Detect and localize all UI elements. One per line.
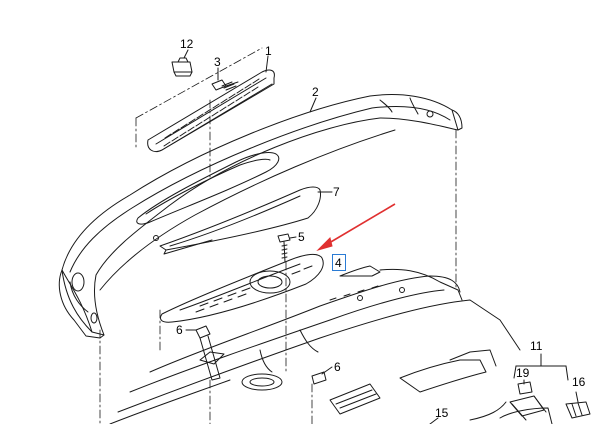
dashboard-panel (58, 94, 463, 339)
callout-5: 5 (298, 230, 305, 244)
vent-grille-part-1 (147, 69, 275, 153)
callout-4-highlight-box (332, 254, 346, 271)
vent-cover-part-4 (159, 253, 324, 323)
callout-16: 16 (572, 375, 586, 389)
bracket-part-6 (195, 325, 327, 385)
callout-1: 1 (265, 44, 272, 58)
display-opening (136, 152, 280, 225)
callout-11: 11 (530, 339, 543, 353)
callout-2: 2 (312, 85, 319, 99)
dashboard-carrier (109, 265, 521, 424)
callout-7: 7 (333, 185, 340, 199)
callout-19: 19 (516, 366, 530, 380)
screw-part-3 (211, 79, 239, 91)
screw-part-5 (277, 233, 291, 263)
highlight-arrow (316, 203, 396, 252)
trim-strip-part-7 (159, 186, 321, 255)
alignment-lines (99, 47, 457, 424)
callout-4: 4 (335, 256, 342, 270)
callout-15: 15 (435, 406, 449, 420)
callout-6-left: 6 (176, 323, 183, 337)
leader-lines (183, 49, 579, 424)
callout-12: 12 (180, 37, 194, 51)
clip-part-12 (171, 57, 193, 77)
callout-3: 3 (214, 55, 221, 69)
callout-6-right: 6 (334, 360, 341, 374)
